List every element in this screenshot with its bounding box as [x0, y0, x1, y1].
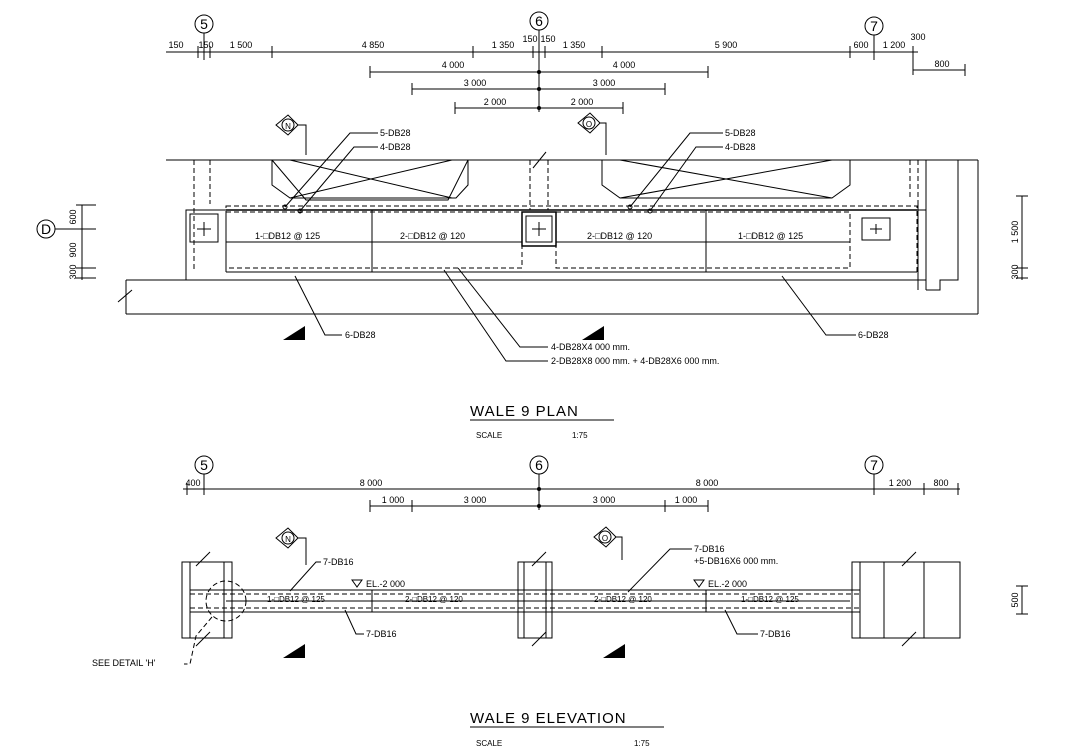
dim-text: 1 350	[492, 40, 515, 50]
section-mark-N: N	[275, 114, 307, 155]
dim-text: 2 000	[484, 97, 507, 107]
plan-view: 5 6 7 D	[36, 11, 1028, 440]
rebar-label: 7-DB16	[323, 557, 354, 567]
scale-value: 1:75	[634, 739, 650, 748]
grid-label-6: 6	[535, 13, 543, 29]
rebar-label-bottom-right: 6-DB28	[858, 330, 889, 340]
stirrup-label: 2-□DB12 @ 120	[405, 595, 463, 604]
note-2: 2-DB28X8 000 mm. + 4-DB28X6 000 mm.	[551, 356, 719, 366]
scale-label: SCALE	[476, 739, 502, 748]
dim-text: 150	[540, 34, 555, 44]
dim-text: 900	[68, 242, 78, 257]
rebar-label: 4-DB28	[725, 142, 756, 152]
dim-text: 400	[185, 478, 200, 488]
stirrup-label: 1-□DB12 @ 125	[741, 595, 799, 604]
grid-label-5: 5	[200, 457, 208, 473]
plan-side-dims: 600 900 300 1 500 300	[68, 195, 1028, 280]
grid-bubble-6: 6	[529, 11, 549, 112]
plan-dims-rows: 4 000 4 000 3 000 3 000 2 000 2 000	[369, 60, 709, 114]
grid-label-D: D	[41, 221, 51, 237]
rebar-label: 5-DB28	[725, 128, 756, 138]
dim-text: 4 000	[613, 60, 636, 70]
plan-structure	[117, 151, 979, 315]
dim-text: 500	[1010, 592, 1020, 607]
plan-title: WALE 9 PLAN	[470, 403, 579, 420]
plan-rebar-labels: 5-DB28 4-DB28 5-DB28 4-DB28 1-□DB12 @ 12…	[255, 128, 889, 366]
stirrup-label: 1-□DB12 @ 125	[267, 595, 325, 604]
stirrup-label: 2-□DB12 @ 120	[400, 231, 465, 241]
elevation-title: WALE 9 ELEVATION	[470, 710, 627, 727]
dim-text: 1 000	[382, 495, 405, 505]
dim-text: 1 350	[563, 40, 586, 50]
stirrup-label: 2-□DB12 @ 120	[587, 231, 652, 241]
dim-text: 3 000	[593, 78, 616, 88]
dim-text: 3 000	[593, 495, 616, 505]
dim-text: 600	[853, 40, 868, 50]
rebar-label: 5-DB28	[380, 128, 411, 138]
dim-text: 300	[1010, 264, 1020, 279]
stirrup-label: 1-□DB12 @ 125	[738, 231, 803, 241]
section-mark-O: O	[577, 112, 607, 155]
dim-text: 800	[934, 59, 949, 69]
section-mark-label: O	[602, 534, 608, 543]
dim-text: 1 200	[883, 40, 906, 50]
dim-text: 150	[168, 40, 183, 50]
elev-title-block: WALE 9 ELEVATION SCALE 1:75	[470, 710, 664, 748]
grid-label-5: 5	[200, 16, 208, 32]
elevation-level-left: EL.-2 000	[366, 579, 405, 589]
dim-text: 8 000	[696, 478, 719, 488]
note-1: 4-DB28X4 000 mm.	[551, 342, 630, 352]
elevation-level-right: EL.-2 000	[708, 579, 747, 589]
dim-text: 300	[910, 32, 925, 42]
scale-value: 1:75	[572, 431, 588, 440]
rebar-label-bottom-left: 7-DB16	[366, 629, 397, 639]
scale-label: SCALE	[476, 431, 502, 440]
dim-text: 3 000	[464, 78, 487, 88]
grid-bubble-6-elev: 6	[529, 455, 549, 510]
dim-text: 1 500	[230, 40, 253, 50]
plan-title-block: WALE 9 PLAN SCALE 1:75	[470, 403, 614, 440]
rebar-label: +5-DB16X6 000 mm.	[694, 556, 778, 566]
dim-text: 2 000	[571, 97, 594, 107]
dim-text: 4 000	[442, 60, 465, 70]
stirrup-label: 1-□DB12 @ 125	[255, 231, 320, 241]
dim-text: 4 850	[362, 40, 385, 50]
section-mark-label: N	[285, 122, 291, 131]
elev-structure: SEE DETAIL 'H' EL.-2 000 EL.-2 000	[92, 551, 961, 668]
dim-text: 150	[198, 40, 213, 50]
grid-label-7: 7	[870, 457, 878, 473]
dim-text: 300	[68, 264, 78, 279]
section-mark-label: N	[285, 535, 291, 544]
elev-dims-top: 400 8 000 8 000 1 200 800 1 000 3 000 3 …	[183, 478, 960, 512]
dim-text: 8 000	[360, 478, 383, 488]
rebar-label-bottom-right: 7-DB16	[760, 629, 791, 639]
rebar-label-bottom-left: 6-DB28	[345, 330, 376, 340]
elevation-view: 5 6 7 400 8 000 8 000 1 200 800	[92, 455, 1028, 748]
detail-note: SEE DETAIL 'H'	[92, 658, 156, 668]
dim-text: 1 000	[675, 495, 698, 505]
elev-side-dim: 500	[1010, 585, 1028, 615]
dim-text: 150	[522, 34, 537, 44]
grid-label-6: 6	[535, 457, 543, 473]
section-mark-label: O	[586, 120, 592, 129]
elev-labels: 7-DB16 7-DB16 +5-DB16X6 000 mm. 1-□DB12 …	[267, 544, 799, 639]
dim-text: 800	[933, 478, 948, 488]
plan-dims-top: 150 150 1 500 4 850 1 350 150 150 1 350 …	[166, 32, 966, 76]
rebar-label: 7-DB16	[694, 544, 725, 554]
dim-text: 1 200	[889, 478, 912, 488]
dim-text: 600	[68, 209, 78, 224]
section-mark-O-elev: O	[593, 526, 623, 560]
dim-text: 1 500	[1010, 221, 1020, 244]
stirrup-label: 2-□DB12 @ 120	[594, 595, 652, 604]
dim-text: 3 000	[464, 495, 487, 505]
section-mark-N-elev: N	[275, 527, 307, 565]
dim-text: 5 900	[715, 40, 738, 50]
rebar-label: 4-DB28	[380, 142, 411, 152]
grid-label-7: 7	[870, 18, 878, 34]
